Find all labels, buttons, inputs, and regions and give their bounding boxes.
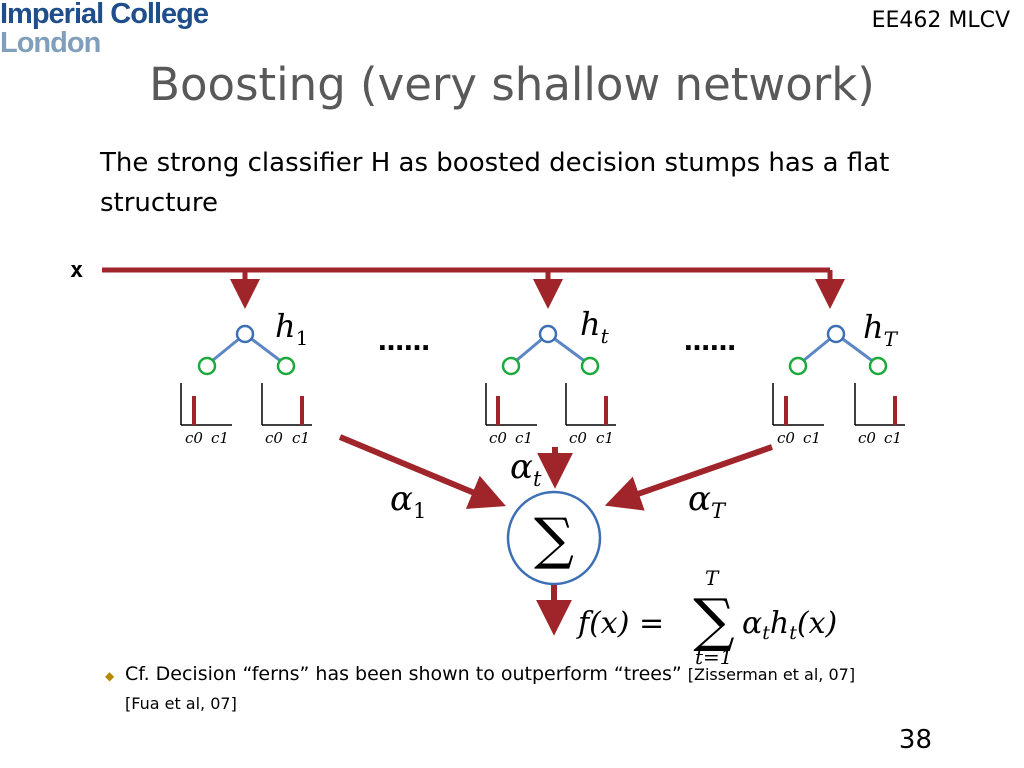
sum-symbol: ∑	[534, 507, 574, 572]
c0-label: c0	[569, 429, 587, 447]
page-number: 38	[898, 725, 932, 755]
histogram-right	[565, 383, 616, 426]
bullet-text-block: Cf. Decision “ferns” has been shown to o…	[125, 660, 955, 718]
c1-label: c1	[803, 429, 821, 447]
c1-label: c1	[515, 429, 533, 447]
histogram-right	[854, 383, 905, 426]
logo-line-2: London	[0, 27, 101, 59]
stump-t: ht c0 c1 c0 c1	[485, 305, 616, 447]
leaf-node-left	[197, 356, 217, 376]
formula-rhs: αtht(x)	[742, 606, 837, 644]
sum-node	[506, 490, 602, 586]
histogram-left	[180, 383, 232, 426]
formula-sum: ∑	[693, 586, 734, 654]
bullet-reference-1: [Zisserman et al, 07]	[687, 665, 856, 684]
formula-lhs: f(x) =	[576, 606, 664, 641]
root-node	[235, 324, 255, 344]
histogram-right	[261, 383, 312, 426]
bullet-reference-2: [Fua et al, 07]	[125, 694, 237, 713]
c1-label: c1	[596, 429, 614, 447]
c1-label: c1	[884, 429, 902, 447]
alpha-t-label: αt	[510, 447, 542, 491]
leaf-node-left	[788, 356, 808, 376]
c0-label: c0	[185, 429, 203, 447]
formula-lower-limit: t=1	[695, 645, 733, 669]
c0-label: c0	[489, 429, 507, 447]
alpha-1-label: α1	[390, 479, 426, 523]
output-formula: f(x) = T ∑ t=1 αtht(x)	[576, 566, 837, 669]
c1-label: c1	[292, 429, 310, 447]
slide-title: Boosting (very shallow network)	[149, 58, 875, 111]
hT-label: hT	[863, 308, 899, 351]
stump-1: h1 c0 c1 c0 c1	[180, 307, 312, 447]
histogram-left	[485, 383, 537, 426]
c0-label: c0	[265, 429, 283, 447]
bullet-text: Cf. Decision “ferns” has been shown to o…	[125, 663, 682, 685]
logo-line-1: Imperial College	[0, 0, 209, 30]
input-x-label: x	[70, 258, 83, 283]
leaf-node-right	[580, 356, 600, 376]
leaf-node-right	[276, 356, 296, 376]
alpha-T-label: αT	[688, 479, 727, 523]
course-code: EE462 MLCV	[871, 8, 1010, 33]
root-node	[538, 324, 558, 344]
c0-label: c0	[777, 429, 795, 447]
diamond-bullet-icon: ◆	[105, 669, 115, 683]
leaf-node-left	[501, 356, 521, 376]
ht-label: ht	[580, 305, 610, 348]
h1-label: h1	[275, 307, 308, 350]
imperial-college-logo: Imperial College London	[0, 0, 209, 59]
intro-text: The strong classifier H as boosted decis…	[100, 148, 890, 218]
leaf-node-right	[868, 356, 888, 376]
ellipsis-left: ……	[378, 327, 430, 357]
weight-arrow-T	[604, 444, 773, 511]
bullet-item: ◆ Cf. Decision “ferns” has been shown to…	[105, 660, 955, 718]
histogram-left	[772, 383, 824, 426]
weight-arrow-1	[338, 434, 506, 509]
stump-T: hT c0 c1 c0 c1	[772, 308, 905, 447]
formula-upper-limit: T	[705, 566, 720, 590]
ellipsis-right: ……	[684, 327, 736, 357]
c1-label: c1	[211, 429, 229, 447]
root-node	[826, 324, 846, 344]
c0-label: c0	[858, 429, 876, 447]
